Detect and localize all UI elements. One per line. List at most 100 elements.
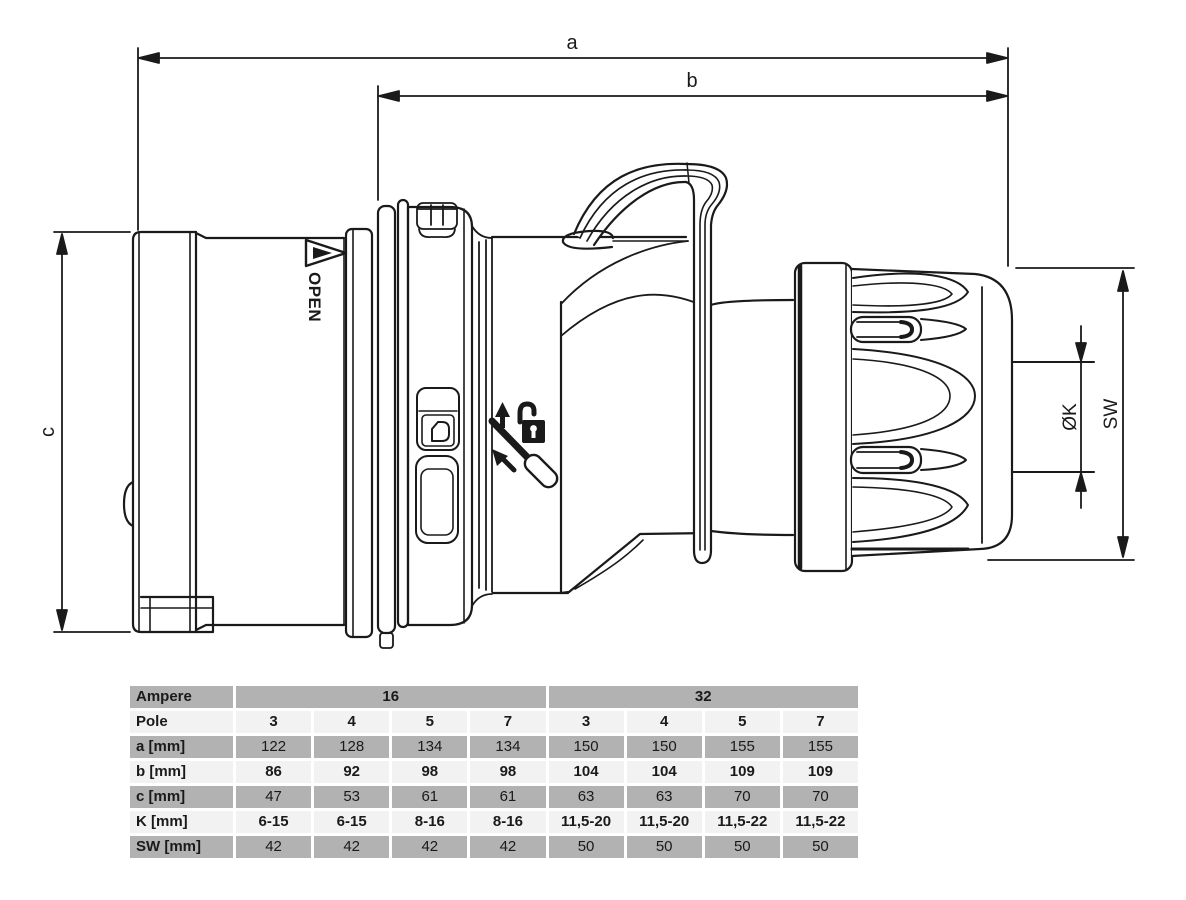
arrowhead-right-icon [986, 90, 1008, 102]
arrowhead-down-icon [1075, 342, 1087, 362]
main-body [490, 235, 713, 595]
table-cell: 11,5-20 [548, 811, 624, 833]
table-cell: 134 [470, 736, 546, 758]
table-cell: 47 [236, 786, 312, 808]
arrowhead-up-icon [1075, 472, 1087, 492]
handle-foot [561, 229, 615, 250]
unlocked-padlock-icon [517, 401, 545, 443]
table-cell: 4 [626, 711, 702, 733]
open-text: OPEN [305, 272, 324, 322]
table-cell: 5 [392, 711, 468, 733]
pry-arrow-icon [492, 449, 517, 473]
table-cell: 98 [392, 761, 468, 783]
latch-glyph-icon [431, 421, 450, 442]
table-cell: 11,5-20 [626, 811, 702, 833]
plug-foot [139, 595, 215, 634]
handle-strap-tip [692, 548, 713, 565]
row-label: a [mm] [130, 736, 233, 758]
table-cell: 61 [392, 786, 468, 808]
table-cell: 42 [314, 836, 390, 858]
dimension-sw: SW [987, 267, 1135, 561]
table-cell: 104 [626, 761, 702, 783]
cable-gland [849, 267, 1014, 558]
table-cell: 122 [236, 736, 312, 758]
arrowhead-left-icon [138, 52, 160, 64]
cap-bump [122, 480, 135, 528]
body-grooves [471, 225, 493, 607]
arrowhead-left-icon [378, 90, 400, 102]
table-cell: 8-16 [470, 811, 546, 833]
table-cell: 6-15 [314, 811, 390, 833]
table-cell: 3 [548, 711, 624, 733]
dim-b-label: b [686, 70, 697, 92]
coupling-ring[interactable] [793, 261, 854, 573]
table-cell: 98 [470, 761, 546, 783]
table-cell: 155 [782, 736, 858, 758]
row-label: c [mm] [130, 786, 233, 808]
open-triangle-inner-icon [313, 247, 332, 259]
open-triangle-icon [304, 238, 348, 268]
gland-slot-lower [849, 445, 967, 475]
table-cell: 3 [236, 711, 312, 733]
table-cell: 5 [704, 711, 780, 733]
table-cell: 104 [548, 761, 624, 783]
dim-c-label: c [37, 427, 59, 437]
table-cell: 109 [782, 761, 858, 783]
table-cell: 92 [314, 761, 390, 783]
ampere-group-header: 16 [236, 686, 546, 708]
flange-assembly [376, 198, 474, 649]
table-cell: 11,5-22 [782, 811, 858, 833]
dim-sw-label: SW [1101, 399, 1122, 430]
table-cell: 50 [704, 836, 780, 858]
dimension-c: c [37, 231, 131, 633]
table-cell: 150 [626, 736, 702, 758]
screwdriver-icon [488, 417, 559, 489]
gland-slot-upper [849, 315, 967, 344]
gland-petals [852, 272, 976, 543]
arrowhead-down-icon [56, 609, 68, 631]
table-cell: 70 [782, 786, 858, 808]
table-cell: 53 [314, 786, 390, 808]
arrowhead-right-icon [986, 52, 1008, 64]
table-cell: 42 [470, 836, 546, 858]
arrowhead-up-icon [1117, 270, 1129, 292]
table-cell: 50 [782, 836, 858, 858]
table-cell: 109 [704, 761, 780, 783]
latch-button-lower[interactable] [415, 455, 459, 544]
table-cell: 4 [314, 711, 390, 733]
dim-a-label: a [566, 32, 578, 54]
arrowhead-up-icon [56, 233, 68, 255]
up-arrow-icon [495, 402, 510, 428]
plug-rear-cap [122, 230, 215, 634]
table-cell: 63 [548, 786, 624, 808]
ampere-group-header: 32 [548, 686, 858, 708]
table-cell: 50 [626, 836, 702, 858]
open-marking: OPEN [304, 238, 348, 322]
table-cell: 8-16 [392, 811, 468, 833]
table-cell: 7 [782, 711, 858, 733]
table-cell: 7 [470, 711, 546, 733]
plug-rear-cylinder [194, 227, 374, 639]
table-cell: 42 [392, 836, 468, 858]
cylinder-lip [344, 227, 374, 639]
table-cell: 50 [548, 836, 624, 858]
neck [709, 298, 795, 537]
row-label: K [mm] [130, 811, 233, 833]
table-cell: 155 [704, 736, 780, 758]
table-cell: 61 [470, 786, 546, 808]
dimension-k: ØK [1004, 325, 1095, 509]
unlock-instructions [488, 401, 559, 489]
latch-button-upper[interactable] [416, 387, 460, 451]
table-cell: 128 [314, 736, 390, 758]
table-cell: 86 [236, 761, 312, 783]
table-cell: 63 [626, 786, 702, 808]
table-cell: 134 [392, 736, 468, 758]
